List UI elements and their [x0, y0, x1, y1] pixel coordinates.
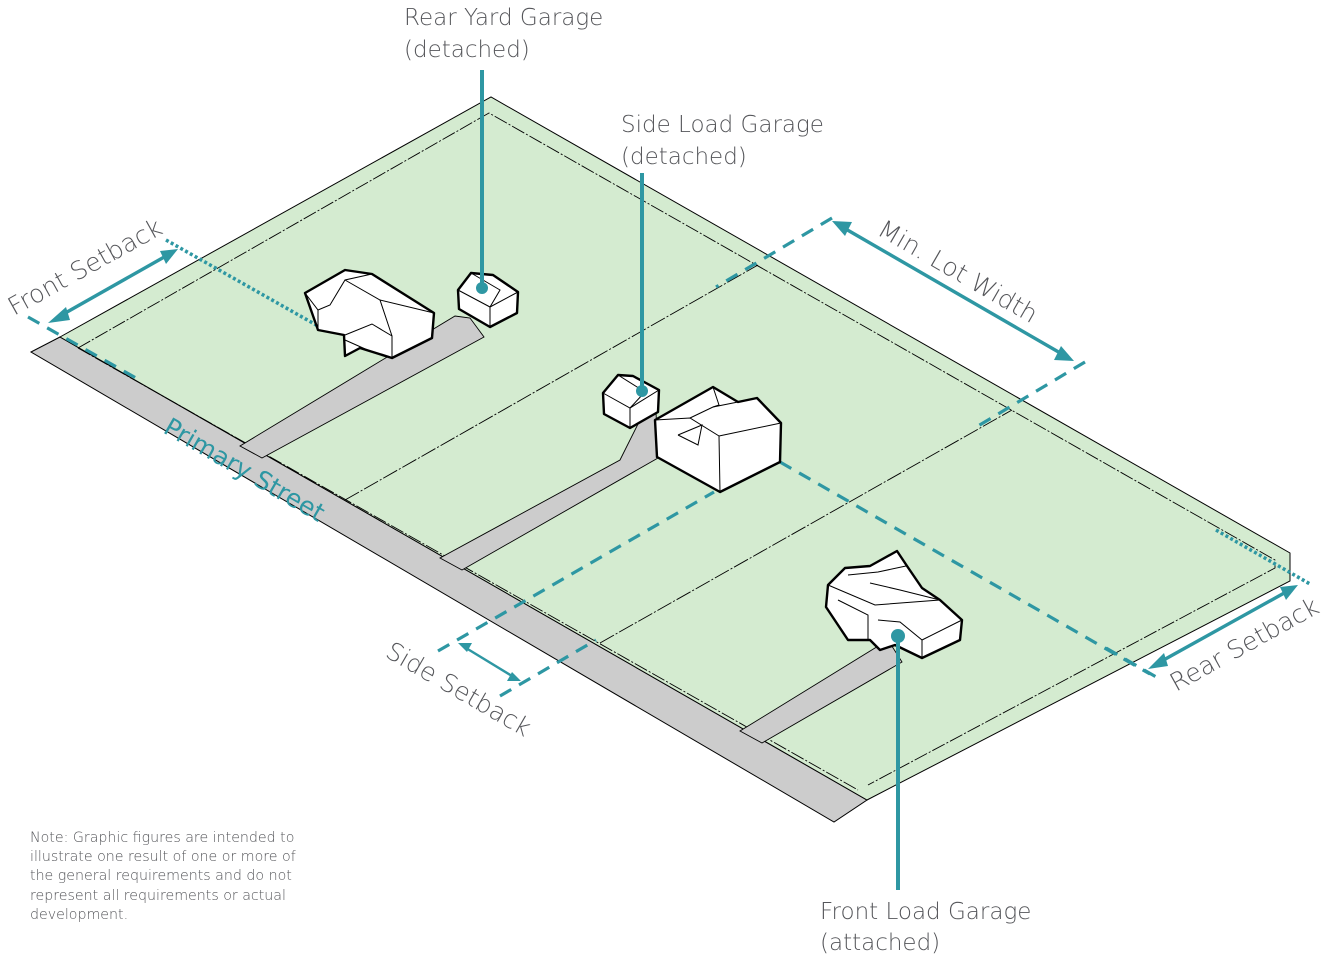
- front-setback-dotted-line: [165, 238, 319, 328]
- leader-dot-front-load-garage: [891, 629, 905, 643]
- lot-inner-line-front: [77, 347, 859, 791]
- lot-inner-line-back: [77, 112, 1276, 786]
- rear-yard-garage: [456, 271, 520, 329]
- front-setback-arrow: [48, 249, 178, 323]
- label-front-load-garage-line1: Front Load Garage: [820, 899, 1031, 925]
- note-line-4: represent all requirements or actual: [30, 887, 286, 904]
- lot-divider-2: [599, 409, 1013, 644]
- driveway-lot-3: [739, 639, 903, 744]
- lot-width-line-left: [715, 216, 833, 289]
- label-front-load-garage-line2: (attached): [820, 930, 940, 956]
- rear-setback-dashed-end: [1105, 646, 1159, 680]
- building-line-diagonal: [779, 460, 1151, 676]
- leader-dot-side-load-garage: [636, 385, 648, 397]
- disclaimer-note: Note: Graphic figures are intended to il…: [30, 829, 360, 925]
- label-side-setback: Side Setback: [381, 636, 536, 742]
- label-rear-yard-garage-line2: (detached): [404, 37, 530, 63]
- house-lot-1: [303, 268, 436, 360]
- min-lot-width-arrow: [832, 221, 1074, 361]
- house-lot-3: [824, 549, 964, 660]
- note-line-1: Note: Graphic figures are intended to: [30, 830, 295, 846]
- note-line-3: the general requirements and do not: [30, 868, 292, 885]
- note-line-5: development.: [30, 906, 129, 923]
- side-setback-line-right: [499, 638, 597, 698]
- rear-setback-arrow: [1148, 585, 1298, 669]
- leader-dot-rear-yard-garage: [476, 282, 488, 294]
- label-side-load-garage-line2: (detached): [621, 144, 747, 170]
- label-side-load-garage-line1: Side Load Garage: [621, 112, 824, 138]
- lot-divider-1: [344, 264, 759, 501]
- label-rear-yard-garage-line1: Rear Yard Garage: [404, 5, 603, 31]
- rear-setback-dotted-line: [1215, 528, 1311, 586]
- side-setback-line-left: [437, 490, 715, 653]
- house-lot-2: [653, 385, 783, 494]
- note-line-2: illustrate one result of one or more of: [30, 849, 296, 866]
- label-min-lot-width: Min. Lot Width: [873, 214, 1043, 329]
- side-setback-arrow: [458, 643, 521, 681]
